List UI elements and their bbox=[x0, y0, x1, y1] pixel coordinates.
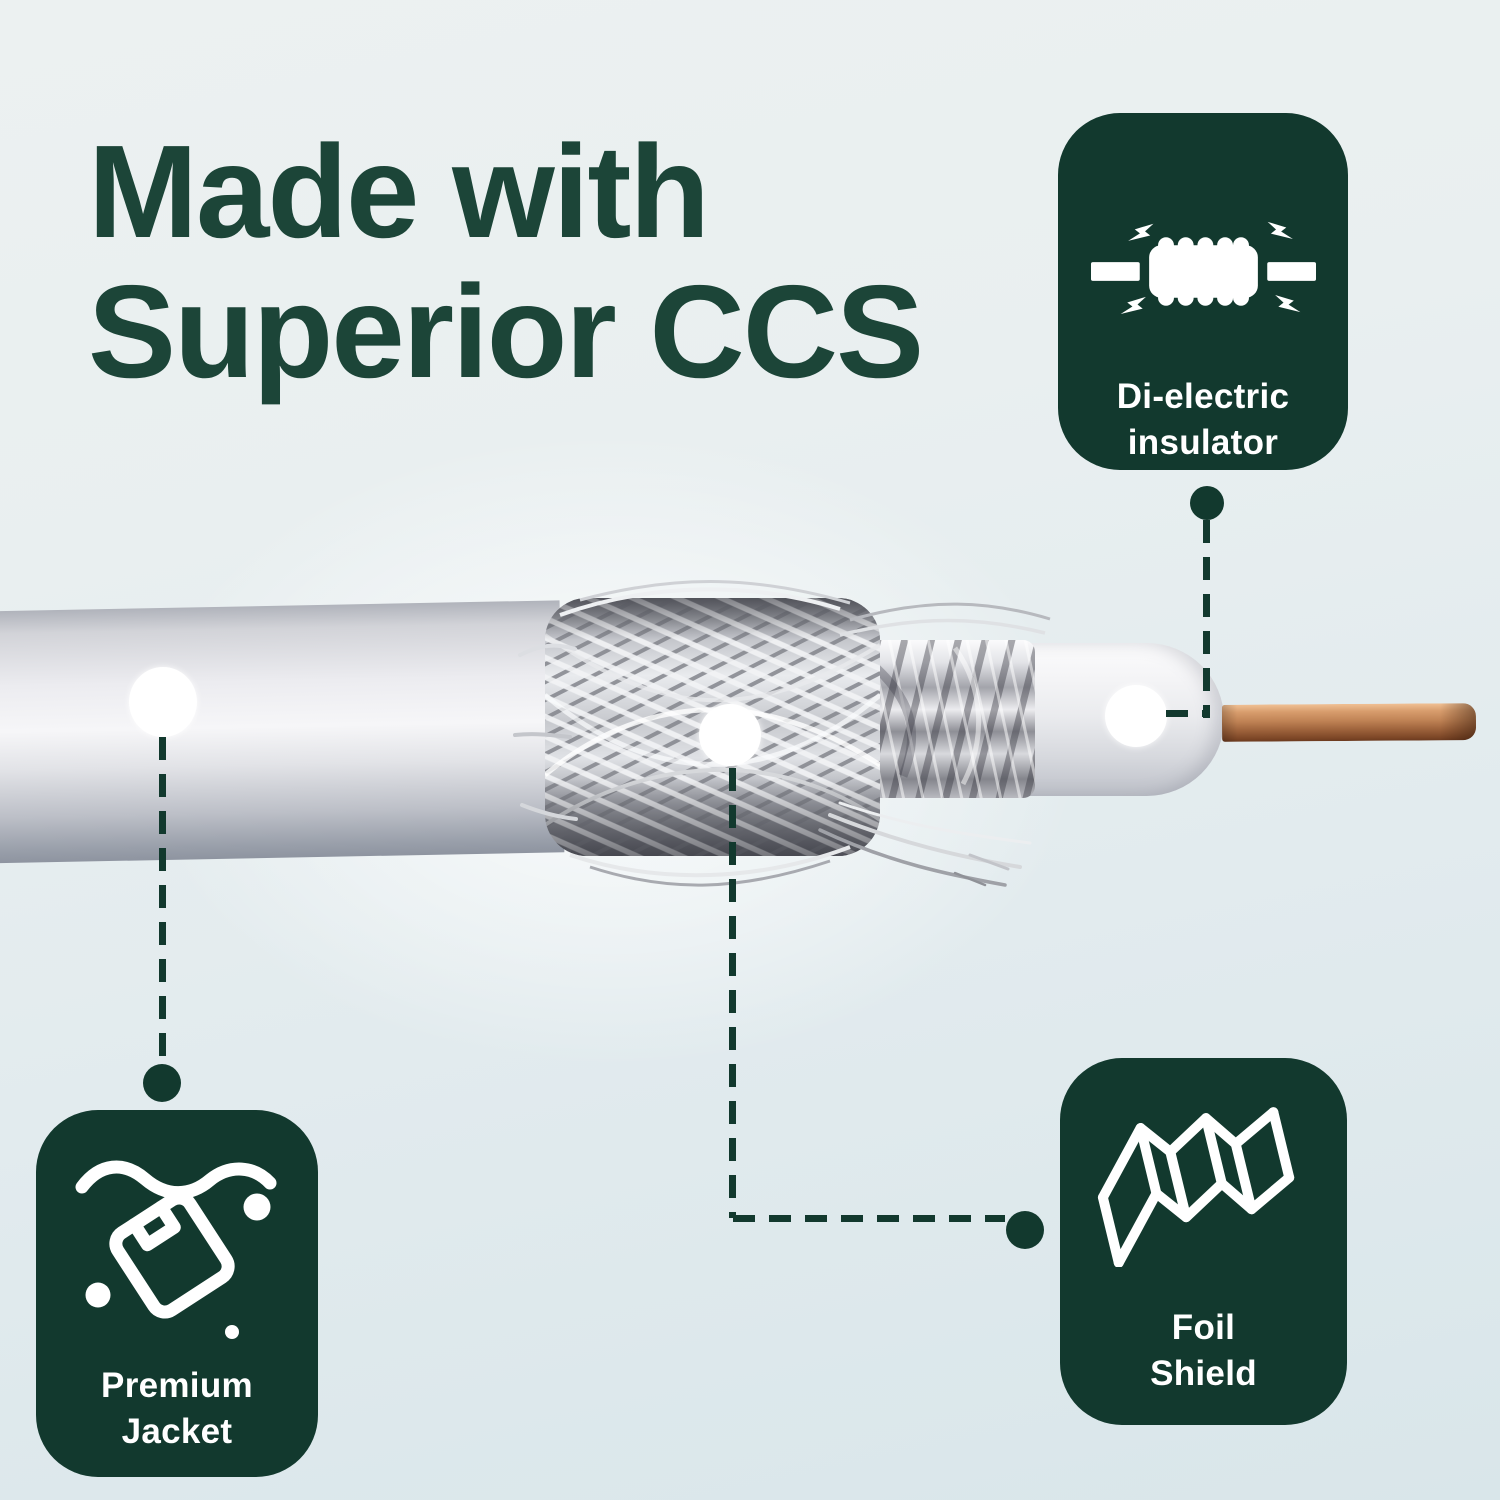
title-line-1: Made with bbox=[88, 118, 710, 265]
laundry-jacket-icon bbox=[75, 1160, 277, 1339]
cable-jacket bbox=[0, 600, 565, 864]
callout-label-line-1: Di-electric bbox=[1116, 377, 1290, 416]
dielectric-insulator-icon bbox=[1090, 221, 1316, 314]
callout-label: Premium Jacket bbox=[101, 1363, 253, 1454]
braid-marker-dot bbox=[699, 704, 761, 766]
callout-label-line-2: insulator bbox=[1127, 422, 1279, 462]
callout-label-line-1: Premium bbox=[101, 1366, 253, 1405]
callout-label-line-2: Shield bbox=[1150, 1353, 1257, 1393]
callout-label: Di-electric insulator bbox=[1117, 374, 1290, 465]
connector-line bbox=[729, 768, 736, 1218]
callout-label-line-1: Foil bbox=[1171, 1308, 1236, 1347]
corrugated-foil-icon bbox=[1097, 1107, 1295, 1267]
dielectric-marker-dot bbox=[1105, 685, 1167, 747]
connector-line bbox=[1203, 520, 1210, 718]
connector-line bbox=[1166, 710, 1208, 717]
connector-end-dot bbox=[143, 1064, 181, 1102]
connector-end-dot bbox=[1006, 1211, 1044, 1249]
cable-center-conductor bbox=[1221, 703, 1477, 742]
connector-line bbox=[733, 1215, 1005, 1222]
title-line-2: Superior CCS bbox=[88, 257, 924, 405]
cable-braided-shield bbox=[513, 580, 1051, 887]
callout-label: Foil Shield bbox=[1150, 1305, 1257, 1396]
callout-premium-jacket: Premium Jacket bbox=[36, 1110, 318, 1477]
callout-label-line-2: Jacket bbox=[121, 1411, 233, 1451]
callout-foil-shield: Foil Shield bbox=[1060, 1058, 1347, 1425]
connector-end-dot bbox=[1190, 486, 1224, 520]
connector-line bbox=[159, 737, 166, 1065]
callout-dielectric-insulator: Di-electric insulator bbox=[1058, 113, 1348, 470]
page-title: Made with Superior CCS bbox=[88, 118, 924, 405]
jacket-marker-dot bbox=[129, 667, 197, 737]
